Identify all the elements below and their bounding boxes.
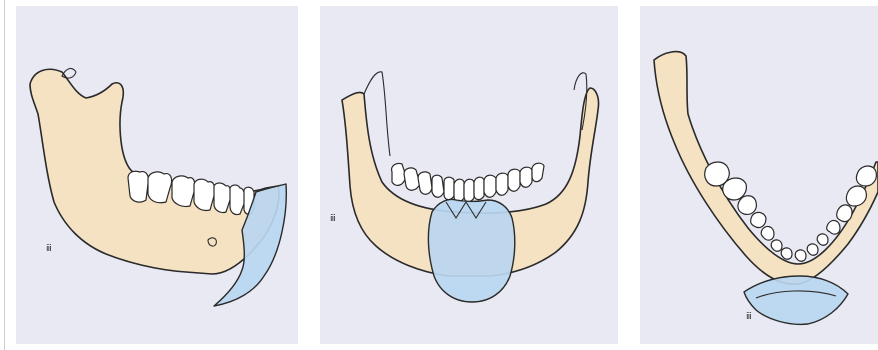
panel-mark-occlusal: ⅲ: [746, 312, 751, 322]
panel-mark-lateral: ⅲ: [46, 244, 51, 254]
coronoid-notch-line: [62, 69, 76, 79]
panel-frontal-view: ⅲ: [320, 6, 618, 344]
mandible-arch-occlusal: [654, 52, 878, 285]
lateral-mandible-figure: [16, 6, 298, 344]
panel-mark-frontal: ⅲ: [330, 214, 335, 224]
page-edge-line: [4, 0, 5, 350]
frontal-teeth-row: [392, 163, 544, 201]
bone-graft-overlay-occlusal: [744, 276, 848, 324]
bone-graft-overlay-frontal: [428, 200, 514, 303]
frontal-mandible-figure: [320, 6, 618, 344]
panel-lateral-view: ⅲ: [16, 6, 298, 344]
occlusal-mandible-figure: [640, 6, 878, 344]
panel-occlusal-view: ⅲ: [640, 6, 878, 344]
